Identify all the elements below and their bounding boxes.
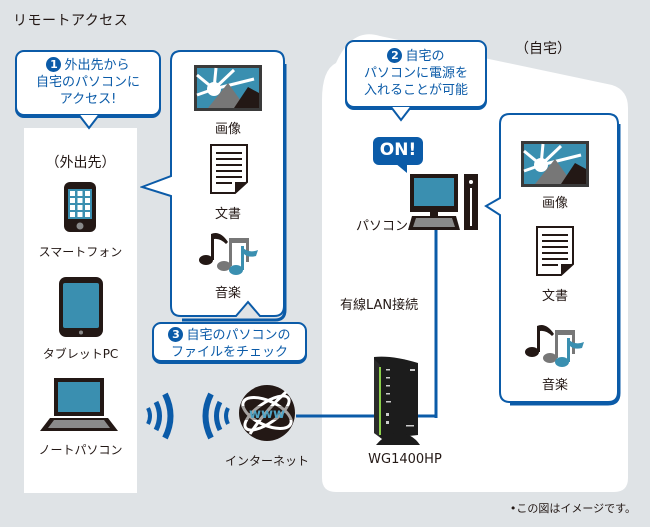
callout-pointer (390, 106, 412, 122)
callout-line: アクセス! (59, 92, 117, 107)
router-icon (374, 356, 420, 445)
home-document-label: 文書 (541, 289, 568, 304)
callout-line: 外出先から (64, 58, 130, 73)
step-number-badge: 2 (387, 48, 403, 63)
globe-www-text: www (249, 407, 285, 422)
home-label: （自宅） (515, 41, 571, 57)
badge-pointer (395, 163, 407, 173)
wired-lan-label: 有線LAN接続 (340, 298, 419, 313)
pc-label: パソコン (356, 219, 409, 234)
image-file-icon (194, 65, 262, 111)
step-number-badge: 3 (168, 327, 184, 342)
callout-line: パソコンに電源を (363, 66, 468, 81)
image-file-icon (521, 141, 589, 187)
diagram-title: リモートアクセス (13, 13, 129, 29)
music-icon (199, 233, 258, 275)
document-icon (536, 226, 574, 276)
home-image-label: 画像 (541, 196, 568, 211)
music-icon (525, 325, 584, 367)
step-number-badge: 1 (46, 57, 62, 72)
callout-line: 自宅の (405, 49, 445, 64)
outside-label: （外出先） (45, 155, 116, 171)
home-music-label: 音楽 (541, 378, 568, 393)
callout-line: 入れることが可能 (363, 83, 468, 98)
tablet-label: タブレットPC (42, 347, 119, 361)
callout-line: 自宅のパソコンに (35, 75, 140, 90)
power-on-badge: ON! (373, 137, 423, 165)
smartphone-label: スマートフォン (38, 245, 123, 259)
remote-image-label: 画像 (214, 122, 241, 137)
tablet-icon (59, 277, 103, 337)
remote-music-label: 音楽 (214, 286, 241, 301)
internet-globe-icon: www (239, 385, 295, 441)
callout-line: ファイルをチェック (170, 345, 288, 360)
document-icon (210, 144, 248, 194)
smartphone-icon (64, 182, 96, 232)
wireless-signal-icon (146, 392, 230, 440)
callout-line: 自宅のパソコンの (186, 328, 291, 343)
remote-document-label: 文書 (214, 207, 241, 222)
laptop-label: ノートパソコン (38, 443, 123, 457)
image-disclaimer-note: •この図はイメージです。 (509, 502, 636, 515)
router-model-label: WG1400HP (368, 452, 442, 467)
callout-pointer (78, 114, 100, 130)
internet-label: インターネット (224, 454, 309, 468)
laptop-icon (40, 378, 118, 431)
desktop-pc-icon (408, 174, 478, 230)
